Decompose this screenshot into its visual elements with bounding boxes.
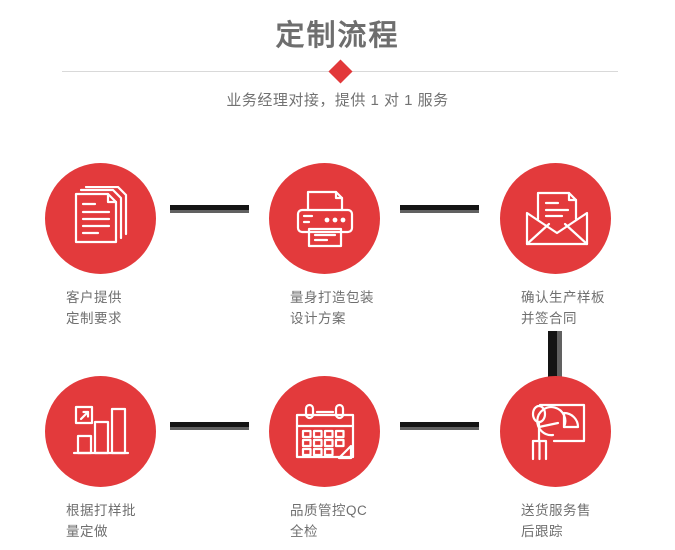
step-1-label: 客户提供 定制要求 — [66, 290, 122, 326]
step-2-circle — [269, 163, 380, 274]
step-4-label: 根据打样批 量定做 — [66, 503, 136, 539]
printer-icon — [292, 188, 358, 250]
step-1-circle — [45, 163, 156, 274]
connector-bar-shadow — [557, 331, 562, 377]
documents-stack-icon — [68, 185, 134, 252]
connector-bar-dark — [400, 422, 479, 427]
connector-bar-dark — [548, 331, 557, 377]
step-3-label: 确认生产样板 并签合同 — [521, 290, 605, 326]
header: 定制流程 业务经理对接，提供 1 对 1 服务 — [0, 0, 675, 130]
connector-step1-step2 — [170, 205, 249, 213]
step-5-circle — [269, 376, 380, 487]
diamond-accent-icon — [327, 59, 353, 84]
step-5-label: 品质管控QC 全检 — [290, 503, 368, 539]
connector-bar-dark — [170, 205, 249, 210]
step-3-circle — [500, 163, 611, 274]
header-subtitle: 业务经理对接，提供 1 对 1 服务 — [226, 92, 449, 109]
step-6-label: 送货服务售 后跟踪 — [521, 503, 591, 539]
connector-bar-dark — [400, 205, 479, 210]
step-4-circle — [45, 376, 156, 487]
page-title: 定制流程 — [275, 20, 400, 52]
connector-bar-shadow — [170, 210, 249, 213]
connector-step2-step3 — [400, 205, 479, 213]
connector-bar-shadow — [400, 427, 479, 430]
connector-bar-shadow — [400, 210, 479, 213]
connector-step5-step6 — [400, 422, 479, 430]
calendar-icon — [293, 402, 357, 462]
connector-step4-step5 — [170, 422, 249, 430]
step-2-label: 量身打造包装 设计方案 — [290, 290, 374, 326]
title-divider — [62, 59, 618, 84]
connector-bar-dark — [170, 422, 249, 427]
connector-step3-step6 — [548, 331, 562, 377]
connector-bar-shadow — [170, 427, 249, 430]
envelope-letter-icon — [522, 189, 590, 249]
bar-chart-growth-icon — [70, 403, 132, 461]
presentation-pie-chart-person-icon — [524, 401, 588, 463]
step-6-circle — [500, 376, 611, 487]
